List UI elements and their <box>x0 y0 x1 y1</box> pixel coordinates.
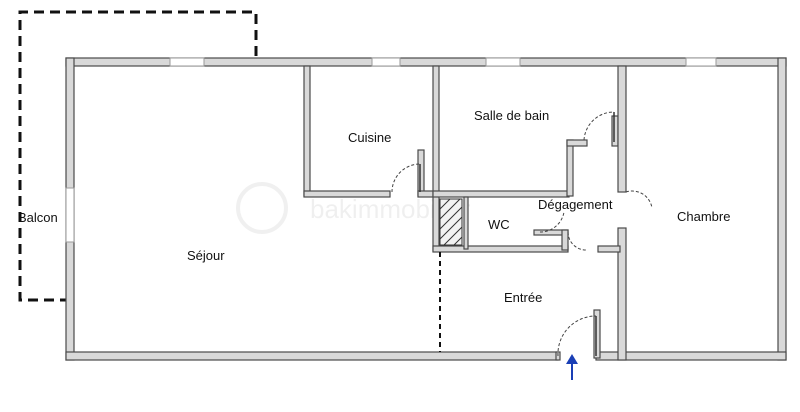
door-degagement <box>567 231 587 251</box>
door-cuisine <box>391 163 421 193</box>
window-salle-de-bain <box>485 57 521 67</box>
room-label-salle-de-bain: Salle de bain <box>474 108 549 123</box>
window-cuisine <box>371 57 401 67</box>
room-label-sejour: Séjour <box>187 248 225 263</box>
doors <box>391 111 653 357</box>
hatched-shaft <box>439 198 463 246</box>
balcony-outline <box>18 10 258 302</box>
room-label-balcon: Balcon <box>18 210 58 225</box>
window-sejour <box>169 57 205 67</box>
room-label-wc: WC <box>488 217 510 232</box>
entrance-arrow-icon <box>566 354 578 380</box>
window-chambre <box>685 57 717 67</box>
door-entree <box>557 315 597 357</box>
room-label-entree: Entrée <box>504 290 542 305</box>
room-label-cuisine: Cuisine <box>348 130 391 145</box>
windows <box>65 57 717 243</box>
room-label-degagement: Dégagement <box>538 197 613 212</box>
room-label-chambre: Chambre <box>677 209 730 224</box>
door-wc <box>539 211 565 233</box>
window-balcon <box>65 187 75 243</box>
door-salle-de-bain <box>583 111 615 141</box>
interior-walls <box>303 65 627 361</box>
door-chambre <box>625 190 653 209</box>
